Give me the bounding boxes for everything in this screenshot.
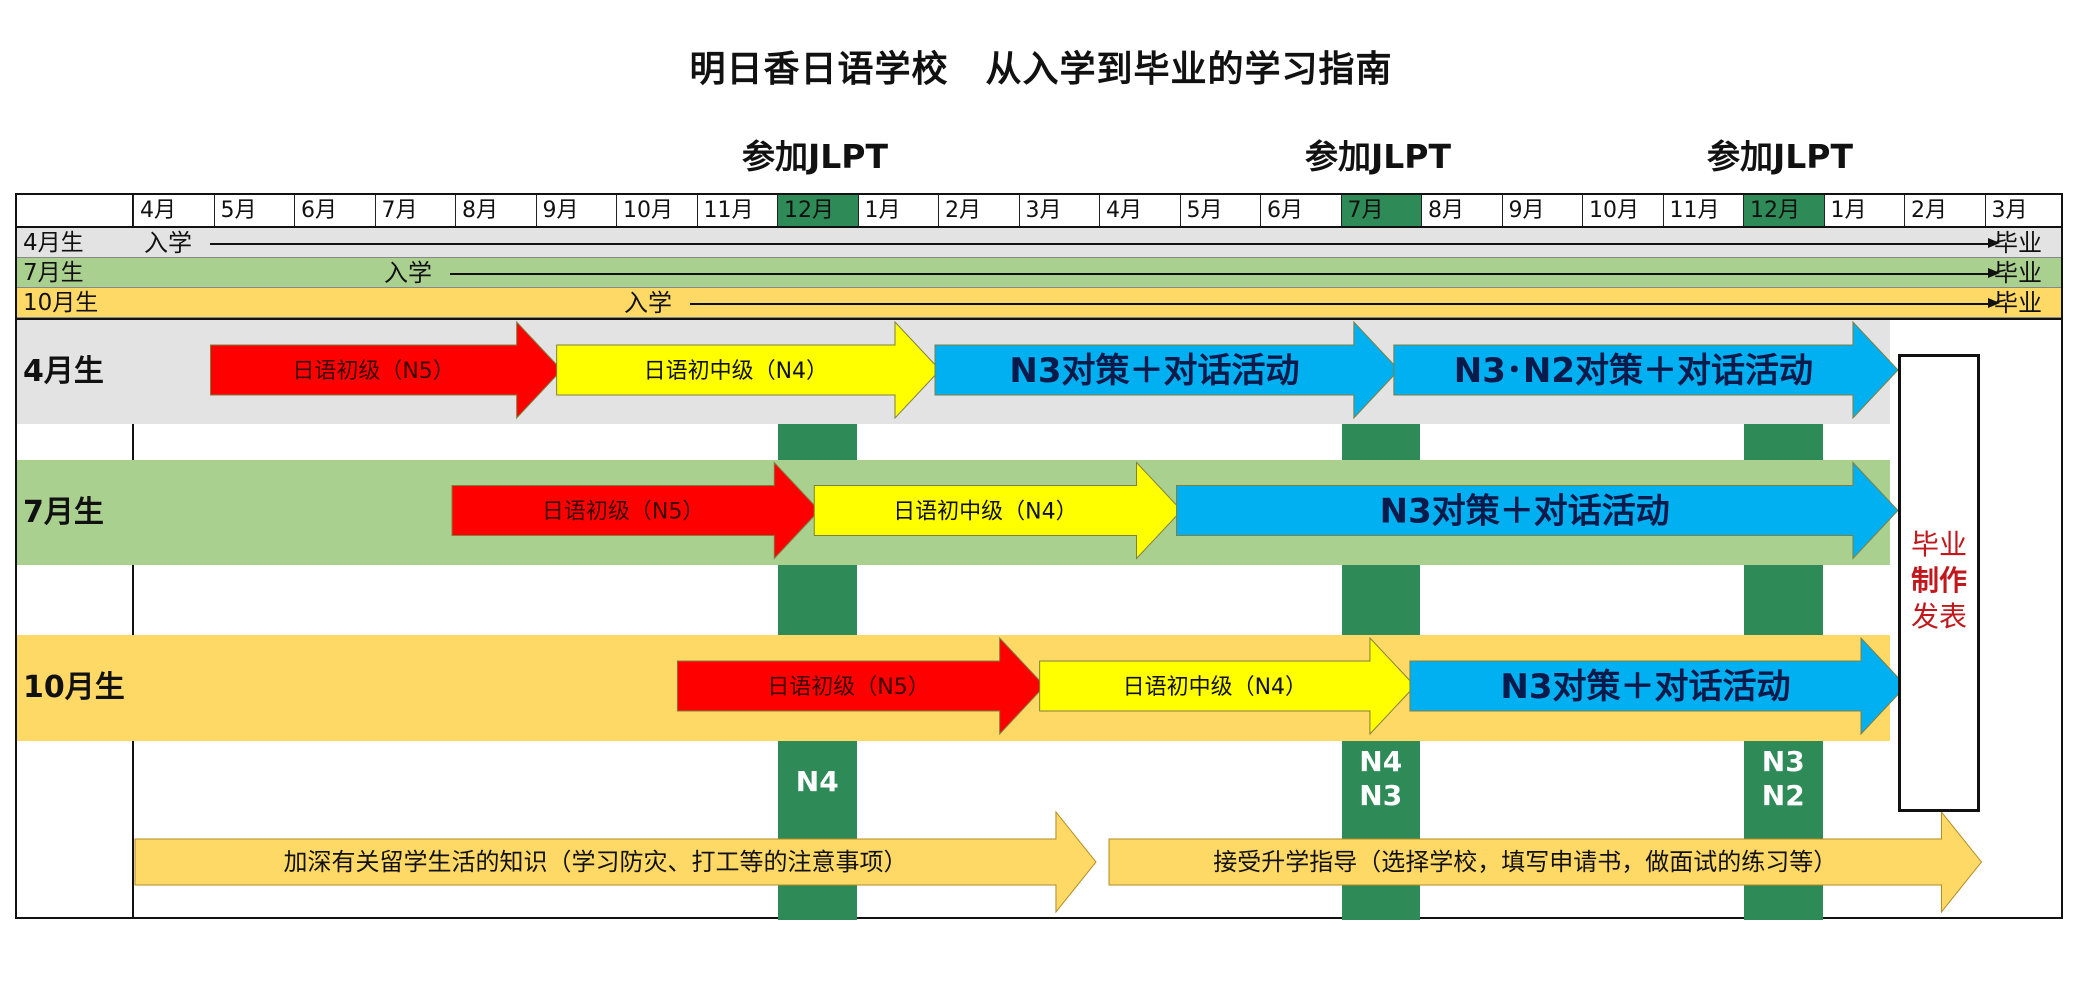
bottom-arrow-1 — [134, 810, 1097, 914]
graduation-label-1: 毕业 — [1994, 229, 2042, 257]
course-row-label-2: 7月生 — [23, 495, 104, 530]
course-arrow-2-3 — [1176, 461, 1899, 560]
course-arrow-label-2-3: N3对策＋对话活动 — [1380, 492, 1670, 532]
entry-label-3: 入学 — [624, 289, 672, 317]
course-arrow-1-2 — [556, 320, 941, 420]
course-arrow-3-3 — [1409, 636, 1907, 736]
month-header-2: 5月 — [213, 195, 295, 227]
month-header-7: 10月 — [616, 195, 697, 227]
month-header-10: 1月 — [857, 195, 939, 227]
month-header-19: 10月 — [1582, 195, 1663, 227]
course-arrow-label-1-2: 日语初中级（N4） — [644, 359, 828, 384]
course-arrow-1-1 — [210, 320, 563, 420]
course-row-label-1: 4月生 — [23, 354, 104, 389]
month-header-1: 4月 — [133, 195, 214, 227]
graduation-label-2: 毕业 — [1994, 259, 2042, 287]
month-header-13: 4月 — [1099, 195, 1180, 227]
entry-arrow-head-1 — [1988, 238, 2000, 248]
month-header-11: 2月 — [938, 195, 1019, 227]
month-header-16: 7月 — [1340, 195, 1421, 227]
course-arrow-label-3-2: 日语初中级（N4） — [1123, 675, 1307, 700]
month-header-14: 5月 — [1179, 195, 1261, 227]
course-arrow-label-2-1: 日语初级（N5） — [542, 499, 704, 524]
entry-row-label-1: 4月生 — [23, 230, 84, 256]
entry-arrow-line-1 — [210, 243, 1990, 245]
jlpt-label-2: 参加JLPT — [1304, 137, 1451, 176]
graduation-label-3: 毕业 — [1994, 289, 2042, 317]
month-header-5: 8月 — [455, 195, 536, 227]
entry-label-2: 入学 — [384, 259, 432, 287]
bottom-arrow-label-2: 接受升学指导（选择学校，填写申请书，做面试的练习等） — [1213, 848, 1837, 876]
month-header-17: 8月 — [1421, 195, 1502, 227]
course-arrow-label-1-3: N3对策＋对话活动 — [1009, 351, 1299, 391]
course-arrow-label-1-4: N3･N2对策＋对话活动 — [1454, 351, 1813, 391]
jlpt-level-2: N4 N3 — [1359, 745, 1403, 812]
bottom-arrow-2 — [1108, 810, 1983, 914]
course-arrow-label-1-1: 日语初级（N5） — [292, 359, 454, 384]
course-arrow-label-3-3: N3对策＋对话活动 — [1500, 667, 1790, 707]
entry-arrow-line-2 — [450, 273, 1990, 275]
month-header-9: 12月 — [777, 195, 858, 227]
entry-arrow-head-2 — [1988, 268, 2000, 278]
graduation-box-line-2: 制作 — [1910, 564, 1967, 597]
graduation-box-line-3: 发表 — [1910, 600, 1967, 633]
entry-row-label-3: 10月生 — [23, 290, 99, 316]
course-arrow-1-3 — [934, 320, 1400, 420]
course-arrow-2-2 — [813, 461, 1183, 560]
course-arrow-label-3-1: 日语初级（N5） — [767, 675, 929, 700]
entry-section-divider — [17, 318, 2061, 320]
course-arrow-label-2-2: 日语初中级（N4） — [893, 499, 1077, 524]
month-header-4: 7月 — [374, 195, 456, 227]
month-header-23: 2月 — [1904, 195, 1985, 227]
jlpt-label-3: 参加JLPT — [1706, 137, 1853, 176]
course-arrow-2-1 — [451, 461, 820, 560]
course-arrow-3-1 — [676, 636, 1046, 736]
graduation-box-line-1: 毕业 — [1910, 528, 1967, 561]
entry-arrow-head-3 — [1988, 298, 2000, 308]
header-divider — [17, 226, 2061, 228]
month-header-20: 11月 — [1662, 195, 1744, 227]
month-header-22: 1月 — [1823, 195, 1905, 227]
month-header-15: 6月 — [1260, 195, 1341, 227]
month-header-24: 3月 — [1984, 195, 2066, 227]
month-header-12: 3月 — [1018, 195, 1100, 227]
entry-label-1: 入学 — [144, 229, 192, 257]
month-header-8: 11月 — [696, 195, 778, 227]
course-arrow-1-4 — [1393, 320, 1899, 420]
entry-row-label-2: 7月生 — [23, 260, 84, 286]
month-header-3: 6月 — [294, 195, 375, 227]
jlpt-level-1: N4 — [795, 765, 839, 798]
entry-arrow-line-3 — [690, 303, 1990, 305]
timeline-frame — [15, 193, 2063, 919]
graduation-project-box: 毕业 制作 发表 — [1898, 354, 1980, 812]
jlpt-level-3: N3 N2 — [1761, 745, 1805, 812]
month-header-21: 12月 — [1743, 195, 1824, 227]
bottom-arrow-label-1: 加深有关留学生活的知识（学习防灾、打工等的注意事项） — [283, 848, 907, 876]
jlpt-label-1: 参加JLPT — [741, 137, 888, 176]
page-title: 明日香日语学校 从入学到毕业的学习指南 — [689, 49, 1393, 90]
month-header-18: 9月 — [1501, 195, 1583, 227]
course-row-label-3: 10月生 — [23, 670, 125, 705]
month-header-6: 9月 — [535, 195, 617, 227]
course-arrow-3-2 — [1039, 636, 1416, 736]
